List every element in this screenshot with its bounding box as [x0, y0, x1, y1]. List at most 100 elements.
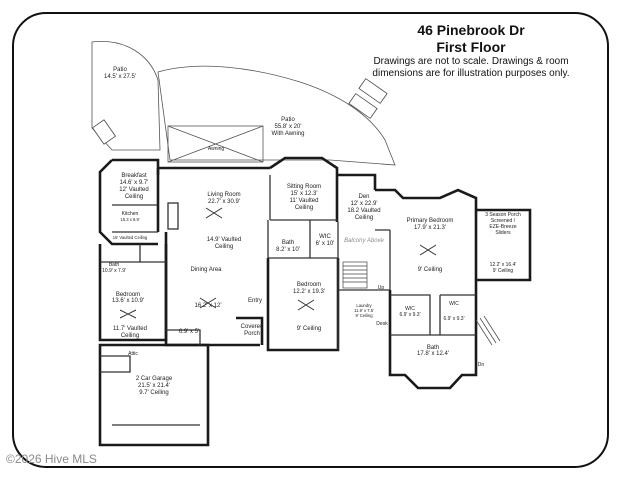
den-walls [335, 173, 377, 222]
garage-walls [98, 343, 210, 447]
lounge-chair-1 [358, 78, 388, 104]
attic-label: Attic [128, 351, 138, 357]
awning-outline [167, 125, 264, 163]
bath-small-name: Bath [109, 262, 120, 268]
bedroom-left-name: Bedroom [116, 292, 140, 298]
living-room-dims: 22.7' x 30.9' [208, 199, 240, 205]
bath-center-wall [267, 220, 311, 259]
sitting-room-note-1: 11' Vaulted [290, 198, 319, 204]
fan-living [205, 207, 223, 219]
porch-note: 9' Ceiling [493, 268, 514, 274]
fan-bedroom-left [119, 309, 137, 319]
bath-center-dims: 8.2' x 10' [276, 247, 300, 253]
laundry-dims: 11.9' x 7.5' [354, 308, 374, 313]
living-room-name: Living Room [207, 192, 240, 198]
primary-bedroom-note: 9' Ceiling [418, 267, 443, 273]
wic-walls [390, 294, 476, 335]
dining-area-dims: 16.2' x 12' [195, 303, 222, 309]
sitting-room-name: Sitting Room [287, 184, 321, 190]
patio-large-dims: 55.8' x 20' [275, 124, 302, 130]
center-bedroom-walls [266, 258, 340, 352]
patio-small-name: Patio [113, 67, 127, 73]
living-room-note-2: Ceiling [215, 244, 233, 250]
bath-small-dims: 10.9' x 7.9' [102, 268, 126, 274]
bedroom-center-dims: 12.2' x 19.3' [293, 289, 325, 295]
bath-small-wall [100, 244, 141, 263]
porch-name: 3 Season Porch [485, 212, 521, 218]
primary-bedroom-dims: 17.9' x 21.3' [414, 225, 446, 231]
patio-small-dims: 14.5' x 27.5' [104, 74, 136, 80]
kitchen-name: Kitchen [122, 211, 139, 217]
covered-porch-name-2: Porch [244, 331, 260, 337]
room-labels: Patio 14.5' x 27.5' Patio 55.8' x 20' Wi… [102, 67, 521, 396]
sitting-room-wall [269, 175, 338, 221]
covered-porch-name: Covered [241, 324, 264, 330]
wic-left-dims: 6.9' x 9.3' [399, 312, 420, 318]
stairs [342, 261, 501, 346]
den-name: Den [358, 194, 369, 200]
wic-center-name: WIC [319, 234, 331, 240]
breakfast-dims: 14.6' x 9.7' [120, 180, 149, 186]
up-label: Up [378, 285, 385, 291]
covered-porch-walls [236, 316, 264, 345]
porch-line-2: Screened / [491, 218, 516, 224]
patio-large-outline [157, 65, 396, 166]
closet-left-wall [166, 329, 201, 345]
floor-title: First Floor [436, 39, 506, 55]
garage-dims: 21.5' x 21.4' [138, 383, 170, 389]
patio-large-name: Patio [281, 117, 295, 123]
bedroom-left-note-2: Ceiling [121, 333, 139, 339]
bedroom-center-name: Bedroom [297, 282, 321, 288]
den-note-1: 18.2 Vaulted [347, 208, 380, 214]
wic-right-dims: 6.9' x 9.3' [443, 316, 464, 322]
attic-box [100, 355, 131, 373]
title-block: 46 Pinebrook Dr First Floor Drawings are… [340, 22, 602, 80]
den-note-2: Ceiling [355, 215, 373, 221]
patio-small-outline [91, 41, 161, 151]
bedroom-left-dims: 13.6' x 10.9' [112, 298, 144, 304]
fan-primary [419, 244, 437, 256]
laundry-note: 9' Ceiling [355, 313, 373, 318]
desk-label: Desk [376, 321, 388, 327]
wic-left-name: WIC [405, 306, 415, 312]
breakfast-note-1: 12' Vaulted [119, 187, 148, 193]
ceiling-fans [119, 207, 437, 319]
bedroom-center-note: 9' Ceiling [297, 326, 322, 332]
breakfast-note-2: Ceiling [125, 194, 143, 200]
lounge-chair-2 [348, 93, 378, 119]
sitting-room-note-2: Ceiling [295, 205, 313, 211]
fireplace [167, 202, 179, 230]
breakfast-name: Breakfast [121, 173, 147, 179]
closet-left-dims: 6.9' x 5' [179, 329, 199, 335]
bath-primary-name: Bath [427, 345, 439, 351]
primary-bath-walls [388, 285, 478, 390]
balcony-above-label: Balcony Above [344, 238, 384, 244]
den-dims: 12' x 22.9' [351, 201, 378, 207]
bath-center-name: Bath [282, 240, 294, 246]
kitchen-note: 15' Vaulted Ceiling [113, 235, 148, 240]
disclaimer-line-1: Drawings are not to scale. Drawings & ro… [373, 56, 569, 67]
garage-name: 2 Car Garage [136, 376, 173, 382]
bedroom-left-note-1: 11.7' Vaulted [113, 326, 147, 332]
disclaimer-line-2: dimensions are for illustration purposes… [372, 68, 570, 79]
sitting-room-bay [269, 156, 339, 175]
living-room-note-1: 14.9' Vaulted [207, 237, 241, 243]
awning-name: Awning [208, 146, 225, 152]
den-primary-wall [375, 229, 391, 290]
porch-dims: 12.2' x 16.4' [490, 262, 517, 268]
dining-area-name: Dining Area [190, 267, 222, 273]
fan-bedroom-center [297, 299, 315, 311]
patio-outlines [91, 41, 396, 166]
garage-note: 9.7' Ceiling [139, 390, 169, 396]
kitchen-dims: 15.3 x 8.9' [120, 217, 139, 222]
laundry-name: Laundry [356, 303, 372, 308]
address-title: 46 Pinebrook Dr [417, 22, 525, 38]
patio-furniture [91, 78, 388, 145]
porch-line-4: Sliders [495, 230, 511, 236]
primary-bedroom-walls [375, 188, 478, 285]
wic-right-name: WIC [449, 301, 459, 307]
fan-dining [199, 297, 217, 309]
primary-bedroom-name: Primary Bedroom [407, 218, 454, 224]
